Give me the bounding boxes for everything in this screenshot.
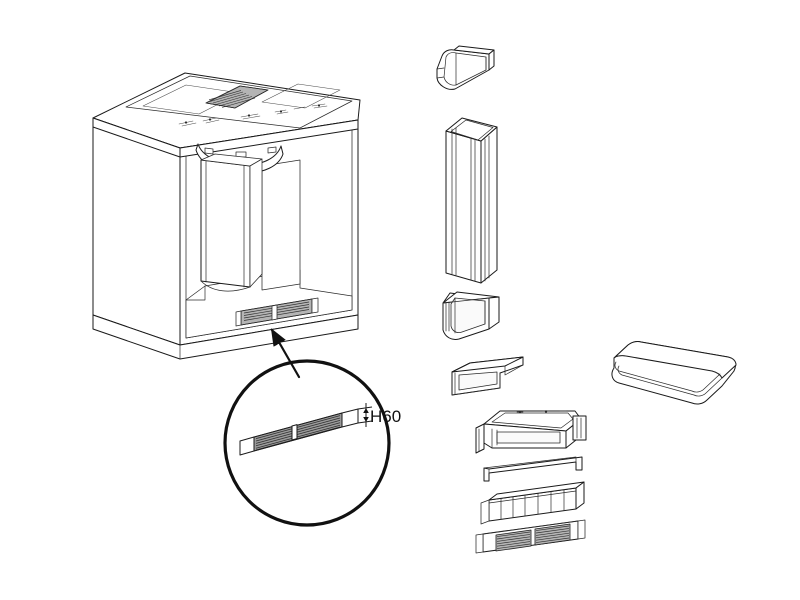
- dim-extension-top: [357, 406, 373, 410]
- transition-step-edge: [504, 364, 524, 376]
- filter-end-cap-left: [480, 499, 490, 525]
- dim-arrow-bottom: [363, 417, 369, 422]
- duct-tall-rib-left: [451, 127, 457, 276]
- detail-circle: [223, 359, 391, 527]
- flat-channel-duct: [611, 341, 737, 405]
- downdraft-duct-outlet: [200, 280, 251, 292]
- worktop-edge-front: [179, 119, 359, 158]
- housing-bracket-left: [475, 423, 485, 454]
- filter-right-face: [575, 481, 585, 510]
- housing-screw-hole-1: [518, 410, 522, 414]
- detail-leader-line: [270, 328, 301, 379]
- flat-duct-top-inner: [613, 355, 723, 379]
- cabinet-interior-divider: [261, 159, 301, 291]
- duct-connector-open: [442, 291, 500, 340]
- hob-grille-slats: [208, 90, 256, 108]
- downdraft-duct-edges: [205, 160, 245, 288]
- mounting-bracket: [483, 456, 583, 482]
- grille-panel-end-left: [475, 533, 484, 554]
- hob-grille-frame: [205, 85, 269, 109]
- downdraft-duct-drop: [200, 159, 251, 288]
- grille-panel-top-edge: [482, 520, 579, 535]
- duct-tall-side-ribs: [484, 135, 490, 282]
- detail-view: H60: [239, 403, 401, 456]
- bracket-top-edge: [483, 456, 577, 469]
- charcoal-filter-cartridge: [480, 481, 585, 525]
- elbow-inner-edges: [455, 52, 487, 86]
- housing-bracket-right-lines: [576, 417, 582, 439]
- elbow-right-face: [488, 49, 495, 71]
- hob-controls: [178, 103, 328, 127]
- bracket-inner-lines: [488, 457, 577, 474]
- detail-grille-divider: [291, 424, 298, 441]
- filter-cell-dividers: [500, 489, 565, 520]
- downdraft-duct-side: [249, 158, 263, 288]
- connector-top-edge: [442, 297, 490, 304]
- duct-tall-front: [445, 130, 482, 284]
- motor-mount-tab-left: [204, 147, 214, 155]
- dimension-label-h60: H60: [370, 407, 401, 426]
- detail-callout: [223, 328, 391, 527]
- connector-bore-edges: [454, 297, 486, 334]
- duct-tall-bore: [450, 119, 494, 141]
- housing-screw-hole-2: [544, 410, 548, 413]
- dim-extension-bottom: [357, 420, 373, 424]
- duct-transition-piece: [451, 356, 524, 396]
- grille-panel-slats-right: [535, 525, 570, 543]
- outlet-grille-panel: [475, 519, 586, 554]
- grille-panel-end-right: [577, 519, 586, 540]
- dim-arrow-top: [363, 408, 369, 413]
- bracket-profile: [483, 456, 583, 482]
- housing-bracket-right: [572, 415, 587, 441]
- motor-mount-tab-right: [267, 146, 277, 154]
- duct-straight-tall: [445, 117, 498, 284]
- cabinet-assembly: [92, 72, 361, 360]
- transition-bottom-edge: [451, 387, 501, 396]
- duct-elbow-adapter: [436, 45, 495, 90]
- hob-cooking-zone-right: [261, 83, 341, 109]
- plinth-grille-divider: [271, 304, 278, 321]
- dimension-h60: H60: [357, 403, 401, 427]
- transition-top-face: [451, 356, 524, 373]
- elbow-lip-lines: [436, 67, 445, 79]
- connector-right-face: [488, 296, 500, 330]
- transition-inner-bore: [458, 371, 498, 391]
- cabinet-floor-edge: [185, 285, 206, 301]
- flat-duct-front-lip2: [614, 361, 721, 393]
- plinth-grille-end-left: [235, 310, 242, 327]
- transition-edges: [454, 372, 501, 395]
- duct-tall-top: [445, 117, 498, 142]
- plinth-housing: [475, 410, 587, 454]
- grille-panel-slats-left: [496, 531, 531, 549]
- flat-duct-right-end: [721, 356, 737, 387]
- housing-left-rib: [491, 428, 498, 449]
- connector-ribs: [445, 301, 450, 332]
- housing-opening: [496, 431, 561, 444]
- plinth-grille-end-right: [311, 297, 319, 314]
- filter-inner-top-line: [488, 490, 577, 504]
- flat-duct-front-lip: [617, 365, 723, 397]
- detail-grille-end-left: [239, 436, 255, 456]
- duct-tall-rib-right: [470, 138, 476, 282]
- housing-top-inner: [491, 412, 574, 429]
